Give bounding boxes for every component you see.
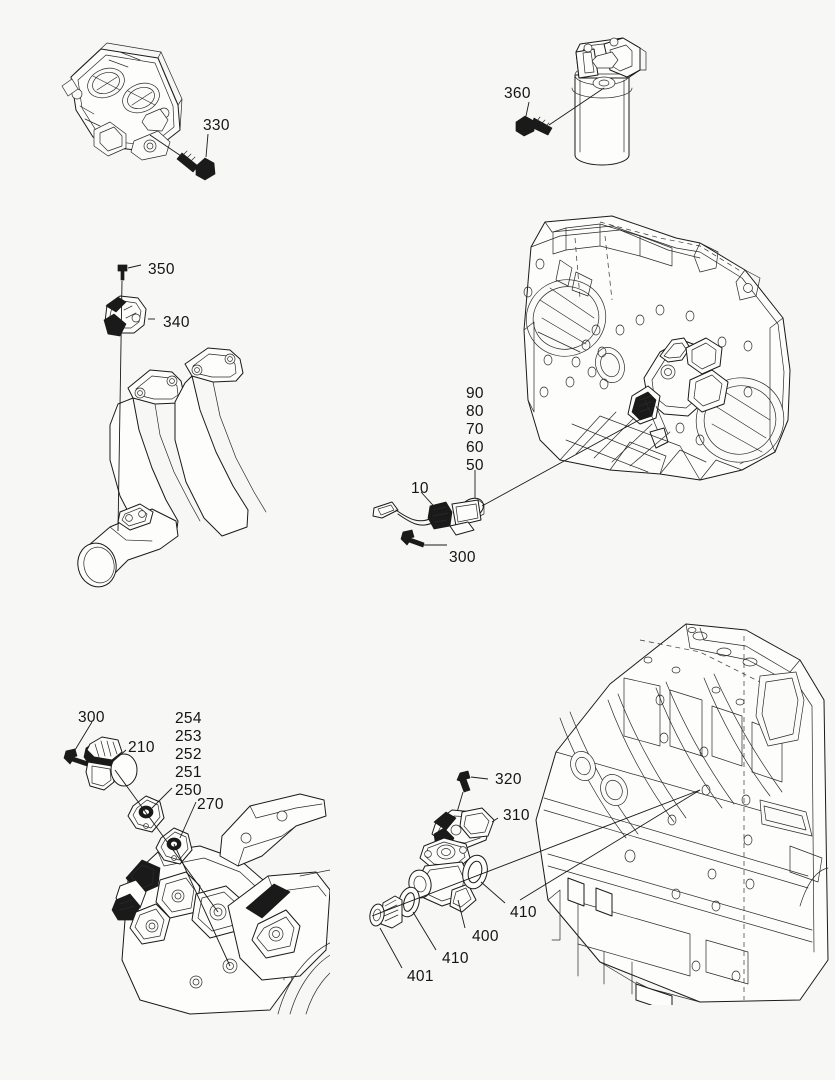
callout-270: 270 xyxy=(197,796,224,813)
callout-300-pump: 300 xyxy=(78,709,105,726)
callout-400: 400 xyxy=(472,928,499,945)
callout-252: 252 xyxy=(175,746,202,763)
injection-pump-detail xyxy=(627,337,729,449)
callout-80: 80 xyxy=(466,403,484,420)
throttle-body-assembly xyxy=(61,42,183,161)
callout-250: 250 xyxy=(175,782,202,799)
water-outlet-400 xyxy=(408,837,477,929)
callout-50: 50 xyxy=(466,457,484,474)
callout-210: 210 xyxy=(128,739,155,756)
throttle-position-sensor-330 xyxy=(149,133,216,181)
callout-320: 320 xyxy=(495,771,522,788)
callout-10: 10 xyxy=(411,480,429,497)
callout-253: 253 xyxy=(175,728,202,745)
harness-bolt-300 xyxy=(400,529,447,548)
fuel-filter-assembly xyxy=(571,37,647,166)
flywheel-housing-assembly xyxy=(523,215,791,481)
sensor-bolt-350 xyxy=(117,264,142,532)
callout-410-lower: 410 xyxy=(442,950,469,967)
callout-254: 254 xyxy=(175,710,202,727)
wiring-harness-10 xyxy=(372,491,482,536)
plug-401 xyxy=(369,895,403,969)
callout-300-harness: 300 xyxy=(449,549,476,566)
fuel-pump-210 xyxy=(83,736,138,791)
callout-251: 251 xyxy=(175,764,202,781)
callout-401: 401 xyxy=(407,968,434,985)
callout-340: 340 xyxy=(163,314,190,331)
callout-90: 90 xyxy=(466,385,484,402)
cylinder-block-assembly xyxy=(535,623,829,1005)
injection-pump-block-assembly xyxy=(111,793,330,1015)
callout-70: 70 xyxy=(466,421,484,438)
callout-310: 310 xyxy=(503,807,530,824)
o-ring-410-upper xyxy=(462,789,701,904)
callout-410-upper: 410 xyxy=(510,904,537,921)
intake-manifold-assembly xyxy=(77,347,267,588)
callout-360: 360 xyxy=(504,85,531,102)
callout-60: 60 xyxy=(466,439,484,456)
callout-330: 330 xyxy=(203,117,230,134)
intake-air-sensor-340 xyxy=(103,295,155,337)
fuel-pressure-sensor-360 xyxy=(515,87,605,137)
callout-350: 350 xyxy=(148,261,175,278)
shim-250 xyxy=(127,787,173,833)
